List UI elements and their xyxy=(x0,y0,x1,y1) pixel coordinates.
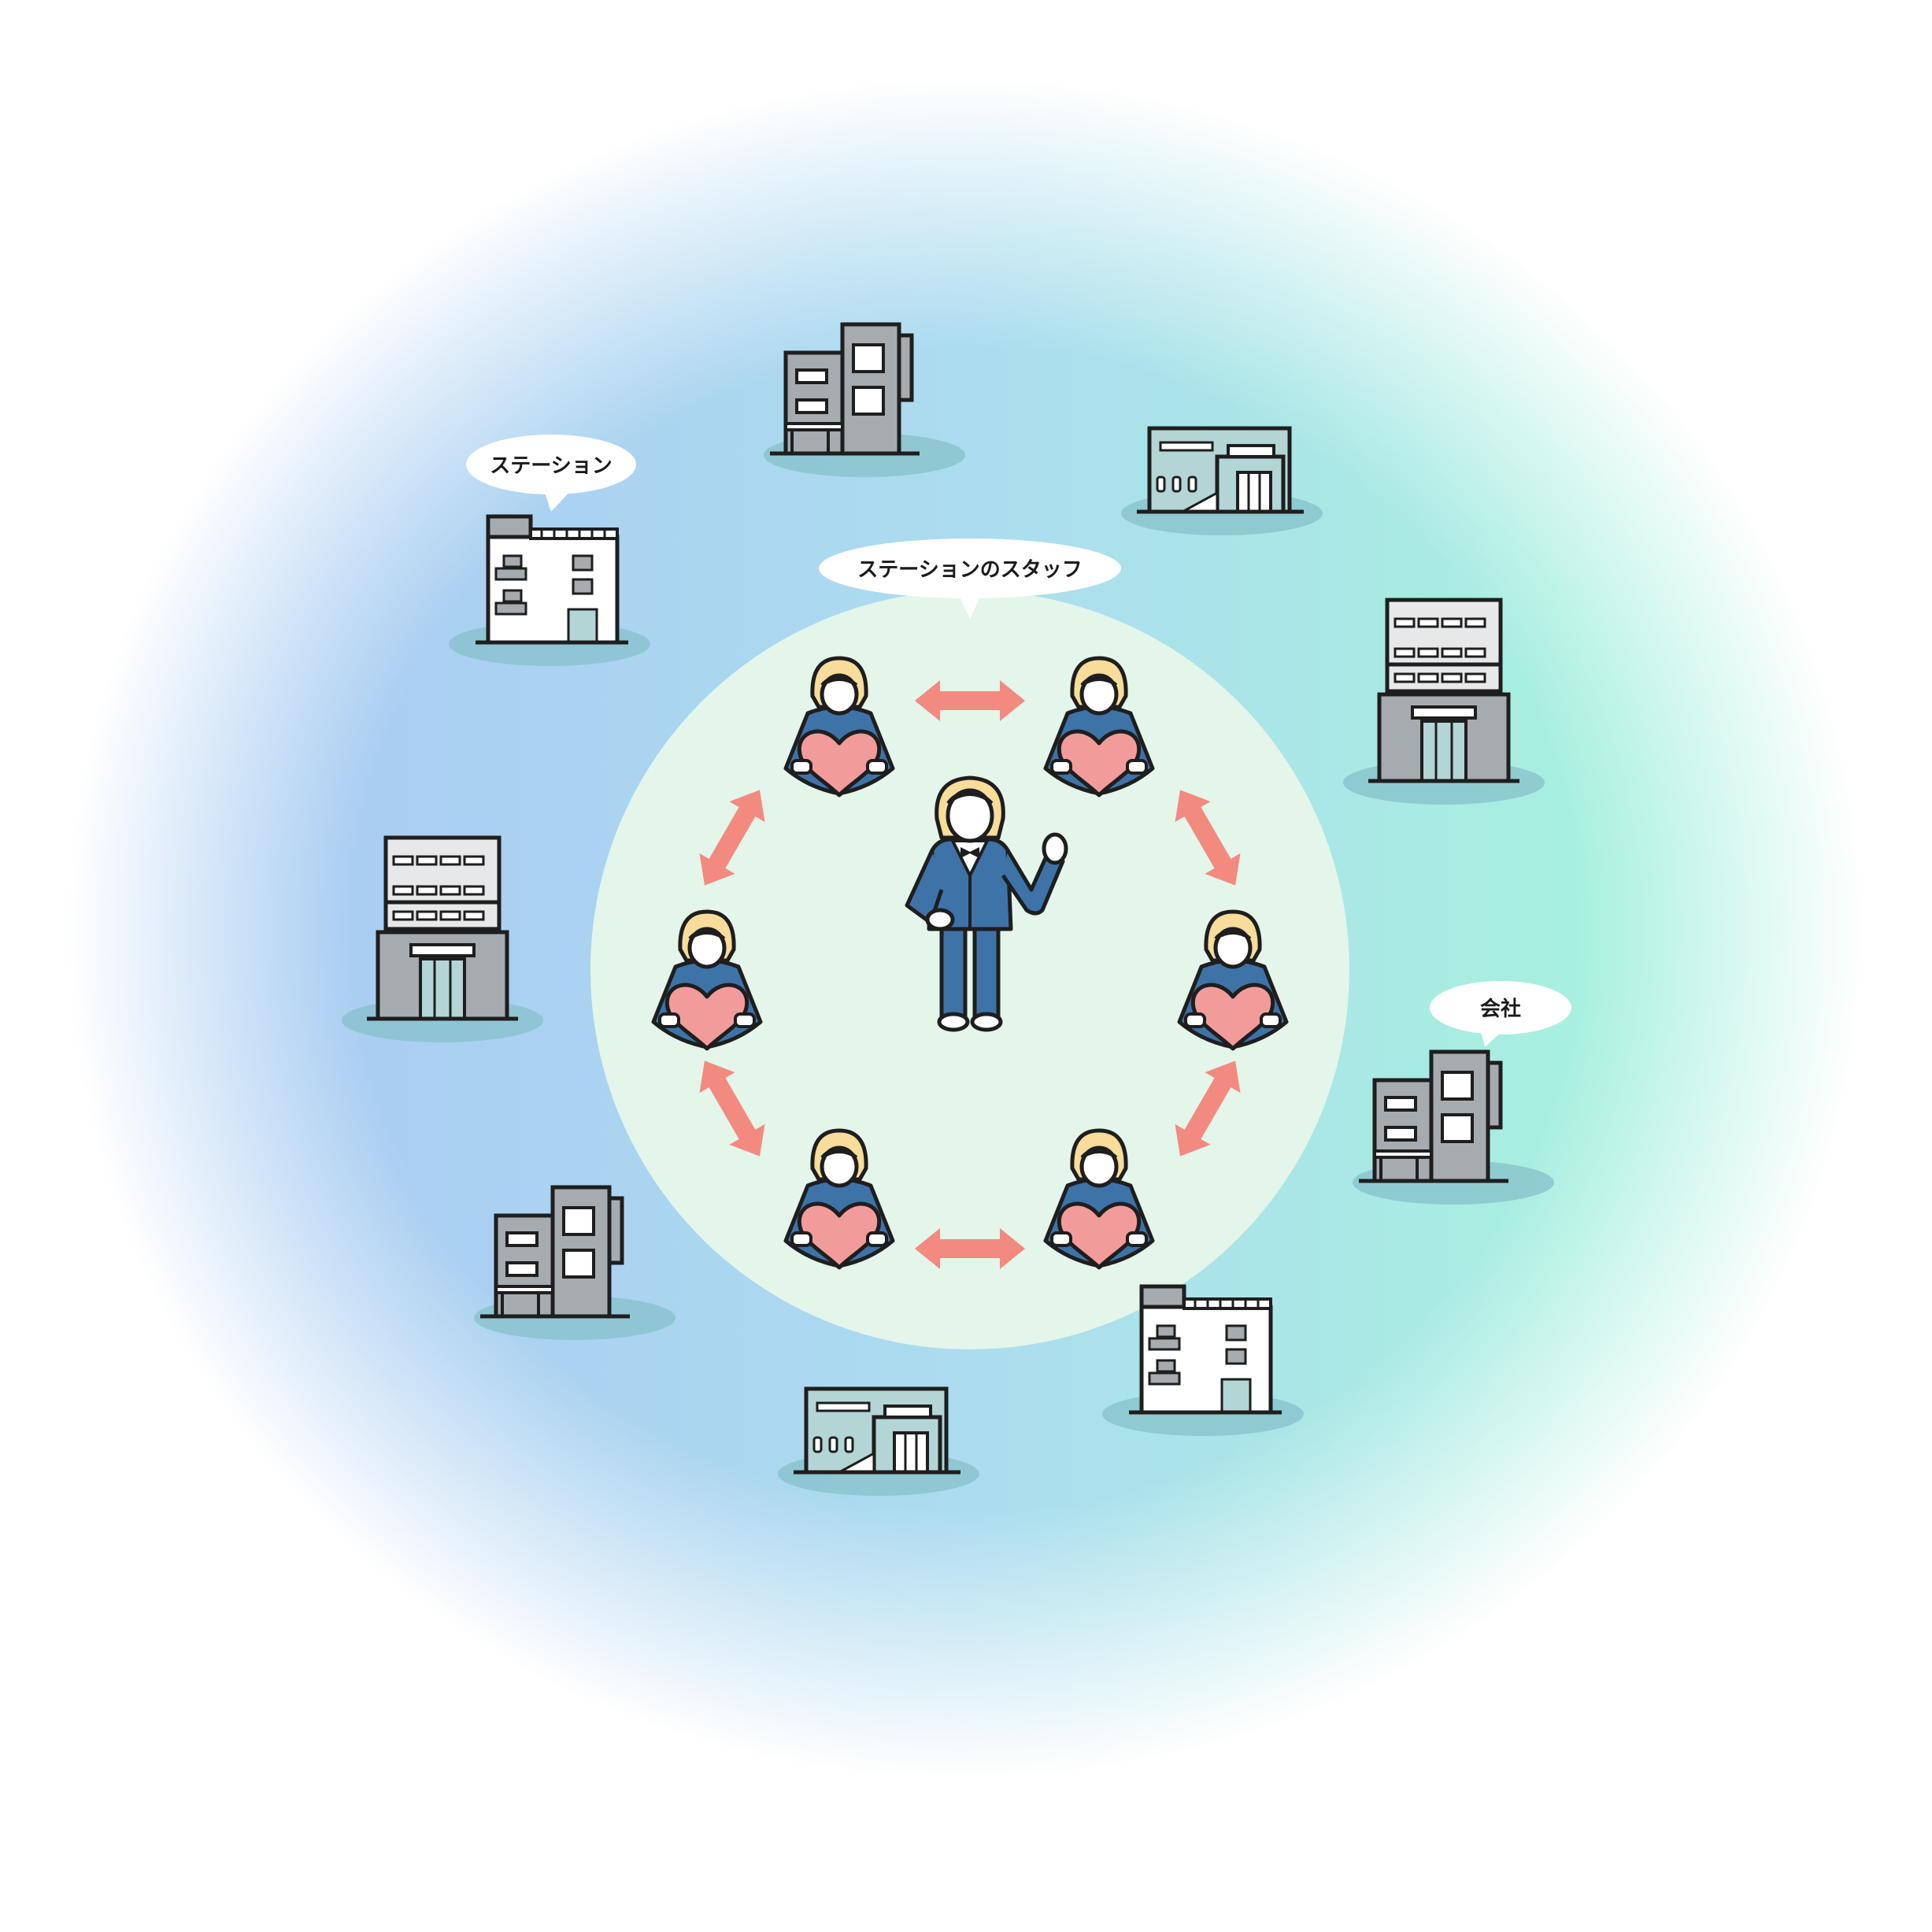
businessperson-waving-icon xyxy=(905,775,1068,1032)
staff-circle xyxy=(590,590,1349,1349)
station-staff-label: ステーションのスタッフ xyxy=(857,558,1082,582)
station-label: ステーション xyxy=(490,454,612,478)
company-bubble: 会社 xyxy=(1430,981,1571,1047)
station-bubble: ステーション xyxy=(466,435,636,512)
company-label: 会社 xyxy=(1480,997,1521,1021)
staff-bubble: ステーションのスタッフ xyxy=(819,539,1121,619)
